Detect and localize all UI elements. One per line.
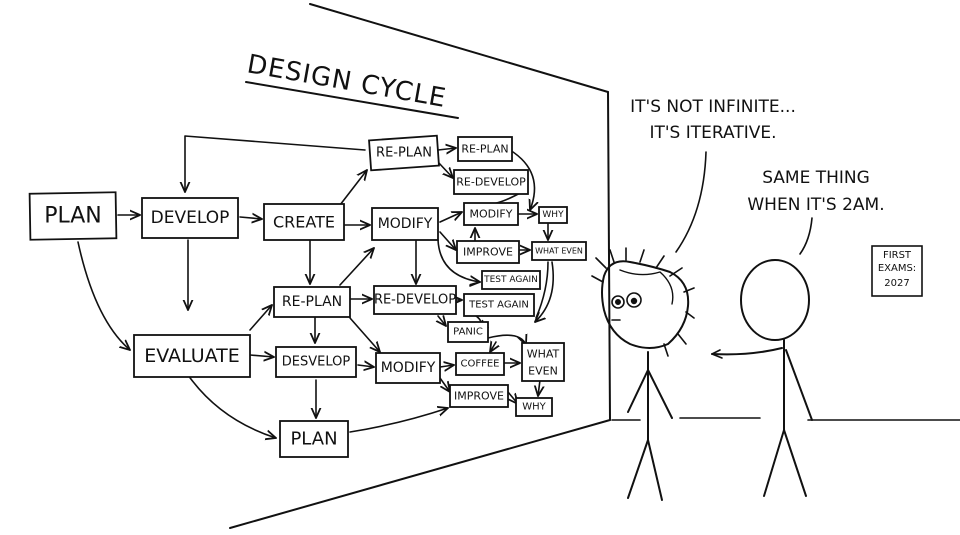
node-testagain-1: TEST AGAIN bbox=[481, 270, 541, 290]
svg-text:WHAT EVEN: WHAT EVEN bbox=[535, 247, 583, 256]
flow-arrows bbox=[77, 135, 555, 438]
node-improve-low: IMPROVE bbox=[449, 384, 509, 408]
svg-text:IT'S ITERATIVE.: IT'S ITERATIVE. bbox=[649, 123, 776, 143]
svg-text:PLAN: PLAN bbox=[44, 204, 102, 229]
svg-text:WHY: WHY bbox=[522, 402, 546, 413]
node-develop: DEVELOP bbox=[141, 197, 239, 239]
svg-text:IT'S NOT INFINITE...: IT'S NOT INFINITE... bbox=[630, 97, 796, 117]
whiteboard bbox=[229, 3, 611, 529]
node-whateven-low: WHAT EVEN bbox=[521, 342, 565, 382]
svg-text:RE-PLAN: RE-PLAN bbox=[461, 143, 508, 156]
node-plan: PLAN bbox=[28, 191, 118, 241]
svg-text:PLAN: PLAN bbox=[290, 429, 337, 450]
node-replan-top: RE-PLAN bbox=[368, 134, 440, 172]
node-replan-low: RE-PLAN bbox=[273, 286, 351, 318]
svg-text:CREATE: CREATE bbox=[273, 213, 335, 232]
svg-text:RE-DEVELOP: RE-DEVELOP bbox=[374, 293, 456, 308]
node-evaluate: EVALUATE bbox=[133, 334, 251, 378]
floor-line bbox=[611, 417, 960, 421]
node-desvelop: DESVELOP bbox=[275, 346, 357, 378]
svg-text:IMPROVE: IMPROVE bbox=[463, 246, 513, 259]
svg-text:TEST AGAIN: TEST AGAIN bbox=[468, 300, 529, 311]
character-right bbox=[711, 259, 813, 497]
svg-text:WHEN IT'S 2AM.: WHEN IT'S 2AM. bbox=[747, 195, 884, 215]
svg-text:EXAMS:: EXAMS: bbox=[878, 263, 916, 274]
svg-text:COFFEE: COFFEE bbox=[461, 359, 500, 370]
flow-nodes: PLAN DEVELOP CREATE EVALUATE RE-PLAN RE-… bbox=[28, 134, 587, 458]
svg-text:RE-PLAN: RE-PLAN bbox=[376, 146, 432, 161]
svg-text:TEST AGAIN: TEST AGAIN bbox=[483, 275, 538, 285]
svg-text:RE-DEVELOP: RE-DEVELOP bbox=[456, 176, 526, 189]
board-title: DESIGN CYCLE bbox=[245, 49, 449, 114]
node-panic: PANIC bbox=[447, 321, 489, 343]
speech-left: IT'S NOT INFINITE... IT'S ITERATIVE. bbox=[630, 97, 796, 253]
svg-text:FIRST: FIRST bbox=[883, 250, 912, 261]
svg-text:IMPROVE: IMPROVE bbox=[454, 390, 504, 403]
svg-text:DESVELOP: DESVELOP bbox=[282, 355, 351, 370]
node-why-low: WHY bbox=[515, 397, 553, 417]
svg-text:EVALUATE: EVALUATE bbox=[144, 345, 239, 367]
node-redevelop-top: RE-DEVELOP bbox=[453, 169, 529, 195]
node-replan-top-2: RE-PLAN bbox=[457, 136, 513, 162]
svg-text:EVEN: EVEN bbox=[528, 365, 558, 378]
svg-text:MODIFY: MODIFY bbox=[378, 216, 433, 232]
svg-text:PANIC: PANIC bbox=[453, 327, 483, 338]
node-whateven-top: WHAT EVEN bbox=[531, 241, 587, 261]
node-testagain-2: TEST AGAIN bbox=[463, 293, 535, 317]
svg-text:SAME THING: SAME THING bbox=[762, 168, 870, 188]
character-left bbox=[591, 247, 695, 501]
node-plan-2: PLAN bbox=[279, 420, 349, 458]
speech-right-tail bbox=[799, 217, 813, 255]
svg-text:2027: 2027 bbox=[884, 278, 909, 289]
node-modify-mid: MODIFY bbox=[371, 207, 439, 241]
node-coffee: COFFEE bbox=[455, 352, 505, 376]
speech-left-tail bbox=[675, 151, 707, 253]
svg-text:WHAT: WHAT bbox=[527, 348, 560, 361]
svg-text:RE-PLAN: RE-PLAN bbox=[282, 294, 342, 310]
svg-text:MODIFY: MODIFY bbox=[470, 208, 513, 221]
node-redevelop-low: RE-DEVELOP bbox=[373, 285, 457, 315]
svg-text:DEVELOP: DEVELOP bbox=[151, 208, 230, 228]
svg-text:WHY: WHY bbox=[542, 210, 564, 220]
node-create: CREATE bbox=[263, 203, 345, 241]
node-modify-low: MODIFY bbox=[375, 352, 441, 384]
title-underline bbox=[245, 81, 459, 119]
speech-right: SAME THING WHEN IT'S 2AM. bbox=[747, 168, 885, 255]
node-modify-top: MODIFY bbox=[463, 202, 519, 226]
svg-text:MODIFY: MODIFY bbox=[381, 360, 436, 376]
exam-badge: FIRST EXAMS: 2027 bbox=[871, 245, 923, 297]
node-why-top: WHY bbox=[538, 206, 568, 224]
node-improve-mid: IMPROVE bbox=[456, 240, 520, 264]
